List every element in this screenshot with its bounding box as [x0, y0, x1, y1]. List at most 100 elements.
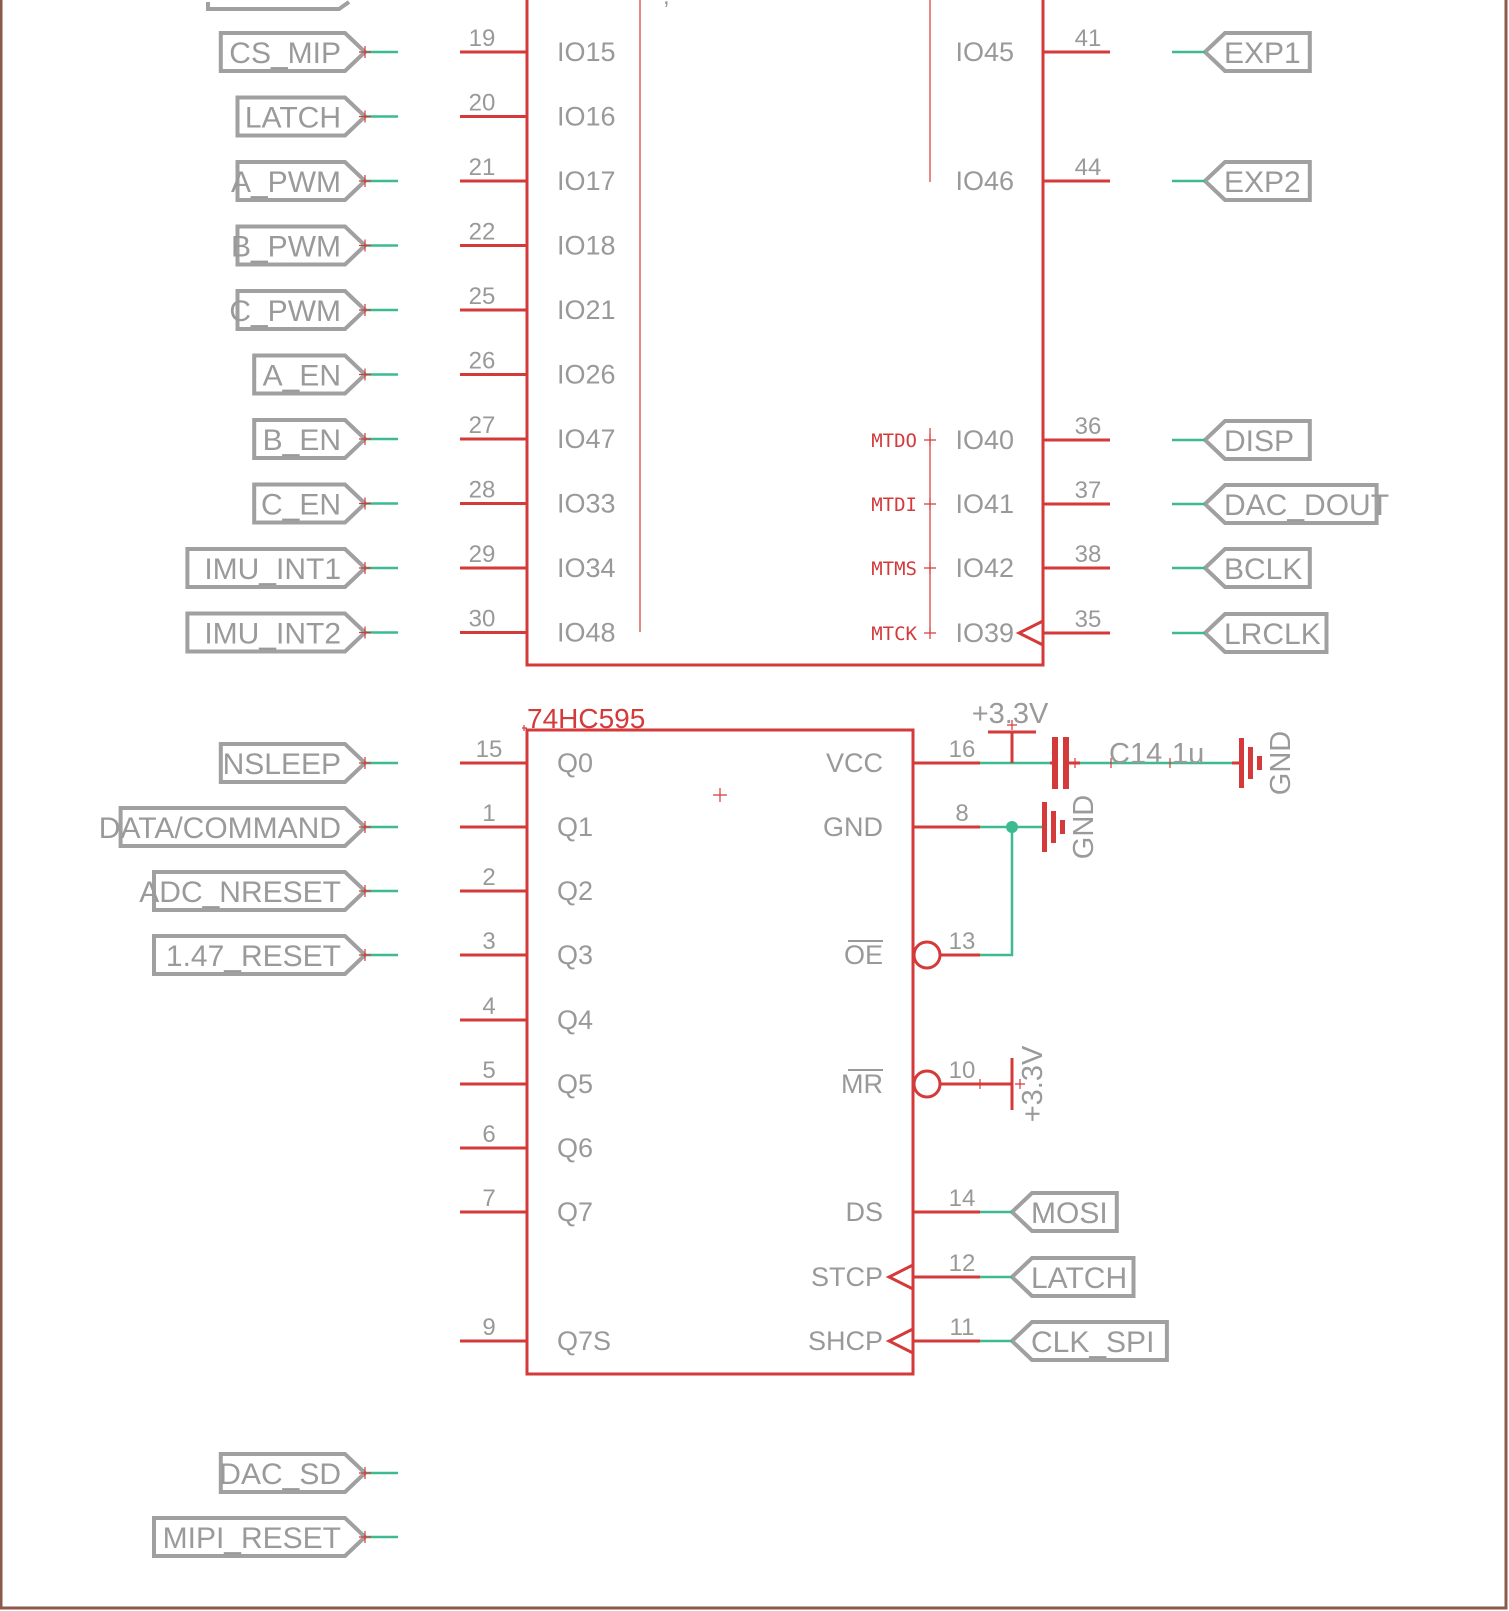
jtag-tick — [924, 434, 936, 446]
net-label-frame — [1202, 31, 1312, 73]
pin-number: 1 — [482, 800, 495, 827]
gnd1-bar3 — [1060, 820, 1065, 834]
jtag-tick — [924, 562, 936, 574]
pin-name: IO18 — [557, 231, 616, 261]
net-label-a-pwm: A_PWM — [231, 160, 398, 202]
inverted-input-bubble — [912, 1069, 942, 1099]
net-label-frame — [252, 353, 368, 396]
pin-number: 41 — [1075, 25, 1102, 52]
net-label-frame — [152, 870, 368, 912]
net-label-origin — [359, 757, 371, 769]
jtag-name: MTDI — [871, 494, 917, 516]
pin-number: 11 — [950, 1314, 975, 1341]
esp32-clipped-mark: , — [663, 0, 670, 10]
net-label-frame — [252, 418, 368, 460]
net-label-clk-spi: CLK_SPI — [980, 1320, 1169, 1362]
net-label-origin — [359, 239, 371, 252]
jtag-tick — [924, 627, 936, 639]
net-label-text: DAC_DOUT — [1224, 489, 1389, 522]
pin-io47: 27 IO47 — [460, 412, 616, 454]
net-label-text: C_PWM — [229, 295, 341, 328]
gnd2-bar2 — [1248, 747, 1253, 779]
net-label-text: IMU_INT1 — [204, 553, 341, 586]
net-label-text: 1.47_RESET — [166, 940, 341, 973]
net-label-1-47-reset: 1.47_RESET — [152, 934, 398, 976]
pin-name: SHCP — [808, 1326, 883, 1356]
pin-name: Q3 — [557, 940, 593, 970]
net-label-b-pwm: B_PWM — [231, 224, 398, 267]
pin-name: Q6 — [557, 1133, 593, 1163]
net-label-frame — [1009, 1320, 1169, 1362]
pin-number: 19 — [469, 25, 496, 52]
pin-number: 7 — [482, 1185, 495, 1212]
net-label-dac-sd: DAC_SD — [218, 1452, 398, 1494]
net-label-lrclk: LRCLK — [1172, 612, 1329, 654]
pin-name: Q7 — [557, 1197, 593, 1227]
gnd2-label: GND — [1265, 731, 1297, 795]
pin-number: 21 — [469, 154, 496, 181]
pin-name: GND — [823, 812, 883, 842]
pin-name: IO47 — [557, 424, 616, 454]
net-label-text: CS_MIP — [229, 37, 341, 70]
net-label-frame — [1009, 1191, 1119, 1233]
pin-number: 5 — [482, 1057, 495, 1084]
net-label-text: EXP2 — [1224, 166, 1301, 199]
pin-number: 4 — [482, 993, 495, 1020]
net-label-frame — [185, 611, 368, 654]
net-label-data-command: DATA/COMMAND — [99, 806, 398, 848]
pin-number: 35 — [1075, 606, 1102, 633]
pin-number: 20 — [469, 90, 496, 117]
pin-number: 27 — [469, 412, 496, 439]
pin-name: OE — [844, 940, 883, 970]
esp32-body — [525, 0, 1045, 667]
net-label-origin — [359, 626, 371, 639]
pin-number: 9 — [482, 1314, 495, 1341]
net-label-frame — [218, 31, 368, 73]
gnd1-bar1 — [1042, 802, 1047, 852]
net-label-frame — [218, 1452, 368, 1494]
cap-name: C14 — [1109, 738, 1162, 770]
jtag-name: MTMS — [871, 558, 917, 580]
pin-number: 37 — [1075, 477, 1102, 504]
net-label-latch: LATCH — [980, 1256, 1136, 1298]
net-label-cs-mip: CS_MIP — [218, 31, 398, 73]
inverted-input-bubble — [912, 940, 942, 970]
pin-shcp: 11 SHCP — [808, 1314, 980, 1356]
pin-name: Q5 — [557, 1069, 593, 1099]
net-label-text: A_EN — [263, 360, 341, 393]
net-label-text: DISP — [1224, 425, 1294, 458]
mr-power-origin — [1015, 1079, 1025, 1089]
net-label-origin — [359, 46, 371, 58]
net-label-origin — [359, 110, 371, 123]
pin-io45: 41 IO45 — [955, 25, 1110, 67]
pin-name: IO26 — [557, 360, 616, 390]
net-label-text: C_EN — [261, 489, 341, 522]
net-label-text: NSLEEP — [223, 748, 341, 781]
vcc-power-origin — [1007, 720, 1017, 730]
net-label-frame — [152, 1516, 368, 1558]
cut-off-net-label — [206, 0, 351, 11]
net-label-origin — [359, 433, 371, 445]
pin-name: IO21 — [557, 295, 616, 325]
gnd2-bar3 — [1257, 756, 1262, 770]
net-label-origin — [359, 949, 371, 961]
clock-marker — [885, 1327, 914, 1355]
shift-register-part-name: 74HC595 — [527, 703, 645, 734]
clock-marker — [885, 1263, 914, 1291]
pin-name: IO45 — [955, 37, 1014, 67]
net-label-text: LATCH — [1031, 1262, 1127, 1295]
net-label-text: LRCLK — [1224, 618, 1321, 651]
